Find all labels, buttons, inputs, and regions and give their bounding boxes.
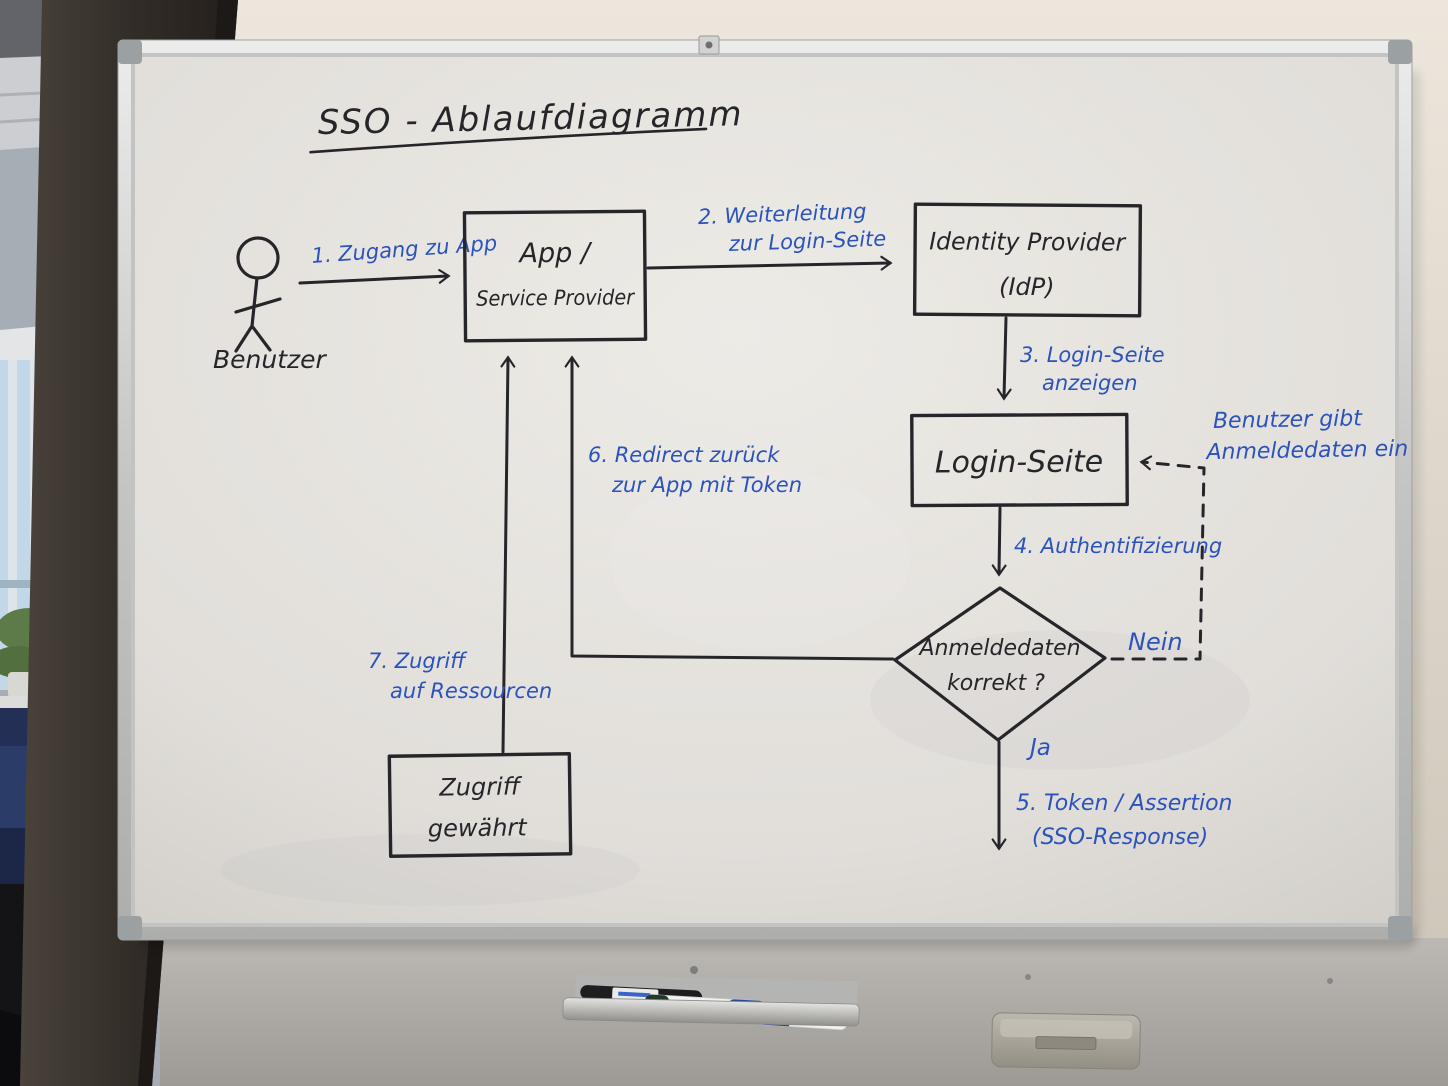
corner-cap-bottom-right (1388, 916, 1412, 940)
corner-cap-bottom-left (118, 916, 142, 940)
rail-screw (690, 966, 698, 974)
actor-label: Benutzer (213, 345, 328, 374)
rail-screw (1025, 974, 1031, 980)
step4-label: 4. Authentifizierung (1014, 534, 1222, 558)
board-smudge (870, 630, 1250, 770)
decision-line2: korrekt ? (947, 671, 1045, 696)
corner-cap-top-left (118, 40, 142, 64)
eraser (991, 1012, 1141, 1070)
idp-box-line1: Identity Provider (929, 227, 1127, 256)
granted-box-line2: gewährt (428, 813, 529, 842)
branch-no-label: Nein (1128, 628, 1183, 656)
node-decision-credentials: Anmeldedaten korrekt ? (893, 586, 1107, 742)
stick-figure-body (234, 276, 282, 353)
arrow-step3 (996, 316, 1012, 401)
tray-shelf-lip (562, 997, 860, 1027)
board-smudge (220, 834, 640, 906)
branch-yes-label: Ja (1026, 735, 1051, 761)
idp-box-line2: (IdP) (999, 273, 1055, 301)
board-smudge (610, 470, 910, 650)
note-line1: Benutzer gibt (1213, 406, 1364, 434)
arrow-step4 (991, 506, 1007, 577)
pen-tray-group (562, 974, 860, 1031)
note-line2: Anmeldedaten ein (1204, 437, 1408, 466)
diagram-title-group: SSO - Ablaufdiagramm (309, 94, 744, 154)
step6-label-line1: 6. Redirect zurück (588, 443, 780, 467)
decision-line1: Anmeldedaten (917, 636, 1080, 661)
step2-label-group: 2. Weiterleitung zur Login-Seite (697, 199, 886, 257)
arrow-step2 (646, 255, 893, 271)
step2-label-line2: zur Login-Seite (727, 227, 886, 257)
note-user-enters-credentials: Benutzer gibt Anmeldedaten ein (1204, 406, 1408, 466)
node-login-page: Login-Seite (910, 412, 1129, 508)
node-identity-provider: Identity Provider (IdP) (912, 202, 1143, 318)
arrow-step7 (500, 355, 516, 754)
step3-label-line2: anzeigen (1042, 371, 1138, 395)
step7-label-line1: 7. Zugriff (368, 649, 468, 673)
corner-cap-top-right (1388, 40, 1412, 64)
node-access-granted: Zugriff gewährt (387, 752, 573, 858)
login-box-line1: Login-Seite (935, 445, 1104, 481)
step7-label-line2: auf Ressourcen (390, 679, 552, 703)
diagram-title: SSO - Ablaufdiagramm (317, 94, 743, 143)
title-underline (309, 127, 708, 154)
step5-label-line1: 5. Token / Assertion (1016, 791, 1232, 816)
step3-label-line1: 3. Login-Seite (1020, 343, 1165, 367)
rail-screw (1327, 978, 1333, 984)
step5-label-line2: (SSO-Response) (1032, 825, 1208, 850)
app-box-line1: App / (517, 238, 593, 270)
granted-box-line1: Zugriff (438, 772, 523, 801)
arrow-step6 (564, 355, 895, 661)
arrow-step1 (298, 268, 451, 285)
whiteboard (117, 35, 1413, 984)
board-surface (135, 57, 1395, 923)
app-box-line2: Service Provider (476, 285, 635, 310)
mounting-bracket (698, 35, 720, 55)
node-app-service-provider: App / Service Provider (462, 209, 648, 343)
step6-label-line2: zur App mit Token (611, 473, 802, 497)
step2-label-line1: 2. Weiterleitung (697, 199, 867, 229)
arrow-branch-no-dashed (1110, 455, 1206, 661)
actor-benutzer: Benutzer (213, 236, 328, 374)
